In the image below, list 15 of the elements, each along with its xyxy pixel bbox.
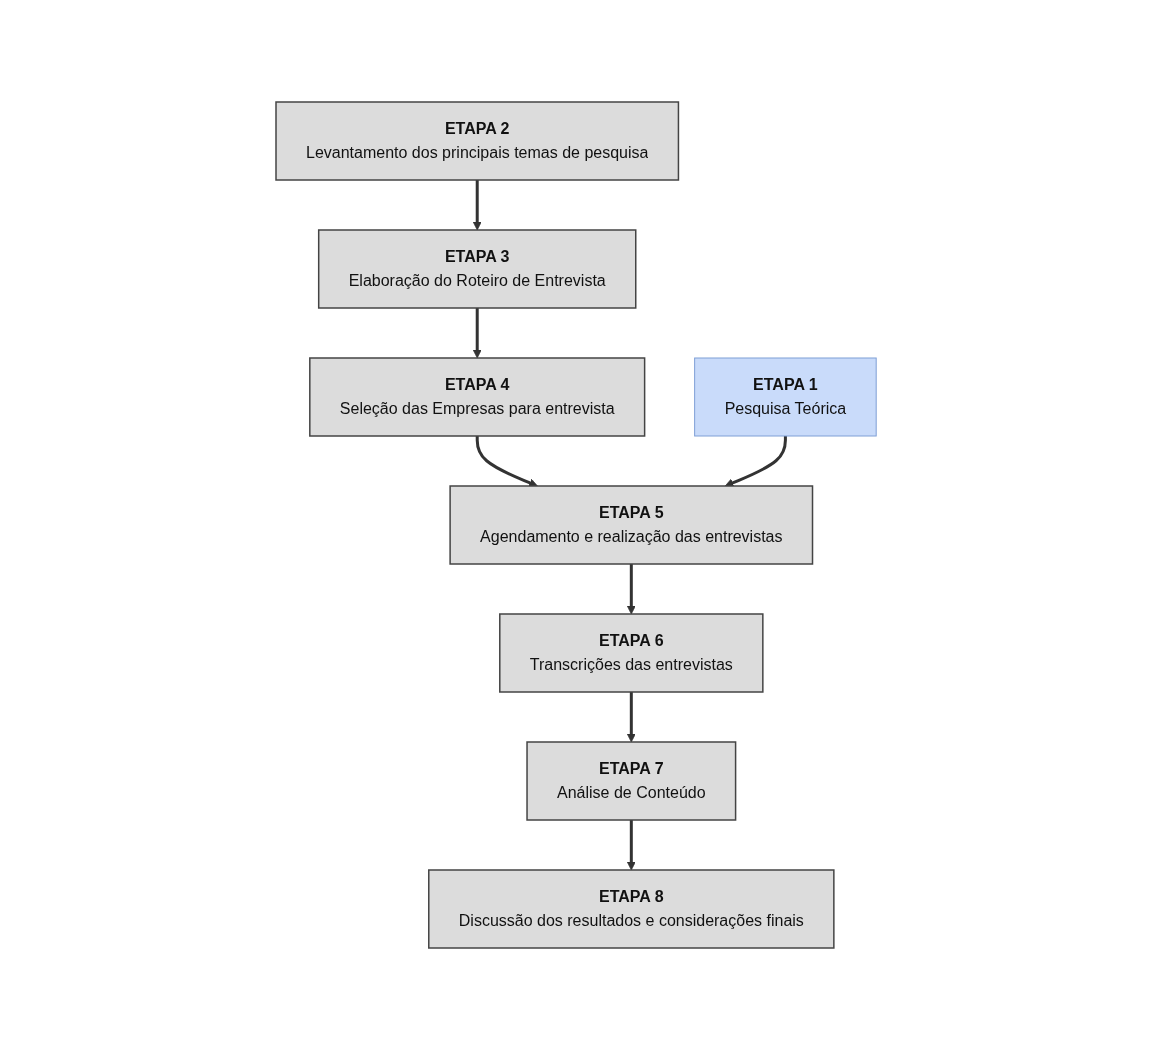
node-box: ETAPA 1 Pesquisa Teórica bbox=[694, 357, 877, 436]
node-box: ETAPA 8 Discussão dos resultados e considerações finais bbox=[427, 868, 835, 949]
arrow bbox=[626, 691, 636, 742]
node-box: ETAPA 5 Agendamento e realização das entrevistas bbox=[449, 484, 814, 565]
arrow bbox=[472, 179, 482, 230]
node-box: ETAPA 2 Levantamento dos principais temas de pesquisa bbox=[275, 100, 680, 181]
arrow bbox=[475, 435, 538, 487]
arrow bbox=[724, 435, 787, 487]
node-box: ETAPA 6 Transcrições das entrevistas bbox=[498, 612, 764, 693]
arrow bbox=[626, 819, 636, 870]
node-box: ETAPA 7 Análise de Conteúdo bbox=[526, 740, 737, 821]
arrow bbox=[626, 563, 636, 614]
node-box: ETAPA 4 Seleção das Empresas para entrevista bbox=[308, 356, 646, 437]
node-box: ETAPA 3 Elaboração do Roteiro de Entrevista bbox=[317, 228, 637, 309]
arrow bbox=[472, 307, 482, 358]
